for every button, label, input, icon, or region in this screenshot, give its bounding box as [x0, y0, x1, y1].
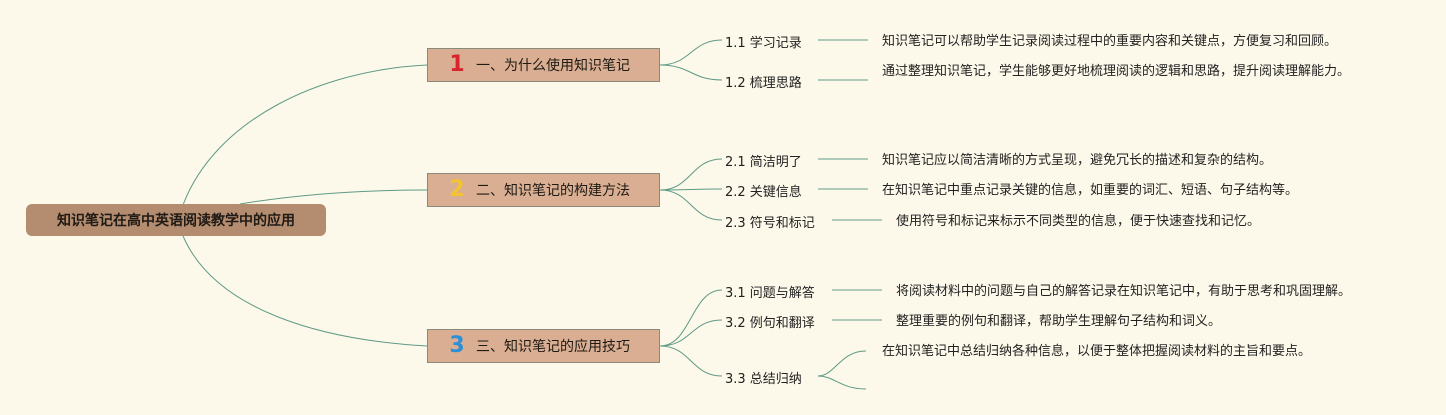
- topic-2-1-desc: 知识笔记应以简洁清晰的方式呈现，避免冗长的描述和复杂的结构。: [882, 153, 1273, 168]
- topic-3-2[interactable]: 3.2 例句和翻译: [725, 316, 815, 331]
- branch-3-to-topic-1-line: [659, 289, 723, 347]
- topic-1-1[interactable]: 1.1 学习记录: [725, 36, 802, 51]
- root-label: 知识笔记在高中英语阅读教学中的应用: [57, 213, 295, 229]
- number-1-icon: 1: [449, 52, 465, 77]
- topic-1-2[interactable]: 1.2 梳理思路: [725, 76, 802, 91]
- branch-node-1[interactable]: 1 一、为什么使用知识笔记: [427, 48, 660, 82]
- branch-label: 一、为什么使用知识笔记: [476, 58, 630, 74]
- number-3-icon: 3: [449, 333, 465, 358]
- topic-2-3[interactable]: 2.3 符号和标记: [725, 216, 815, 231]
- branch-3-to-topic-2-line: [659, 319, 723, 347]
- topic-3-3-desc-line-lower: [817, 375, 867, 390]
- branch-2-to-topic-1-line: [659, 158, 723, 191]
- branch-1-to-topic-1-line: [659, 39, 723, 66]
- topic-3-1[interactable]: 3.1 问题与解答: [725, 286, 815, 301]
- topic-2-1[interactable]: 2.1 简洁明了: [725, 155, 802, 170]
- topic-3-3[interactable]: 3.3 总结归纳: [725, 372, 802, 387]
- topic-3-2-desc: 整理重要的例句和翻译，帮助学生理解句子结构和词义。: [896, 314, 1222, 329]
- topic-2-2-desc: 在知识笔记中重点记录关键的信息，如重要的词汇、短语、句子结构等。: [882, 183, 1299, 198]
- topic-2-2[interactable]: 2.2 关键信息: [725, 185, 802, 200]
- topic-1-1-desc: 知识笔记可以帮助学生记录阅读过程中的重要内容和关键点，方便复习和回顾。: [882, 34, 1338, 49]
- topic-3-3-desc-line-upper: [817, 350, 867, 377]
- root-node[interactable]: 知识笔记在高中英语阅读教学中的应用: [26, 204, 326, 236]
- number-2-icon: 2: [449, 177, 465, 202]
- branch-2-to-topic-3-line: [659, 189, 723, 221]
- root-to-branch-3-line: [182, 235, 428, 347]
- branch-label: 二、知识笔记的构建方法: [476, 183, 630, 199]
- topic-3-3-desc: 在知识笔记中总结归纳各种信息，以便于整体把握阅读材料的主旨和要点。: [882, 344, 1312, 359]
- branch-1-to-topic-2-line: [659, 64, 723, 81]
- topic-1-2-desc: 通过整理知识笔记，学生能够更好地梳理阅读的逻辑和思路，提升阅读理解能力。: [882, 64, 1351, 79]
- root-to-branch-1-line: [182, 64, 428, 206]
- branch-label: 三、知识笔记的应用技巧: [476, 339, 630, 355]
- branch-2-to-topic-2-line: [659, 188, 723, 191]
- branch-node-3[interactable]: 3 三、知识笔记的应用技巧: [427, 329, 660, 363]
- topic-3-1-desc: 将阅读材料中的问题与自己的解答记录在知识笔记中，有助于思考和巩固理解。: [896, 284, 1352, 299]
- branch-node-2[interactable]: 2 二、知识笔记的构建方法: [427, 173, 660, 207]
- branch-3-to-topic-3-line: [659, 345, 723, 377]
- topic-2-3-desc: 使用符号和标记来标示不同类型的信息，便于快速查找和记忆。: [896, 214, 1261, 229]
- root-to-branch-2-line: [239, 189, 428, 205]
